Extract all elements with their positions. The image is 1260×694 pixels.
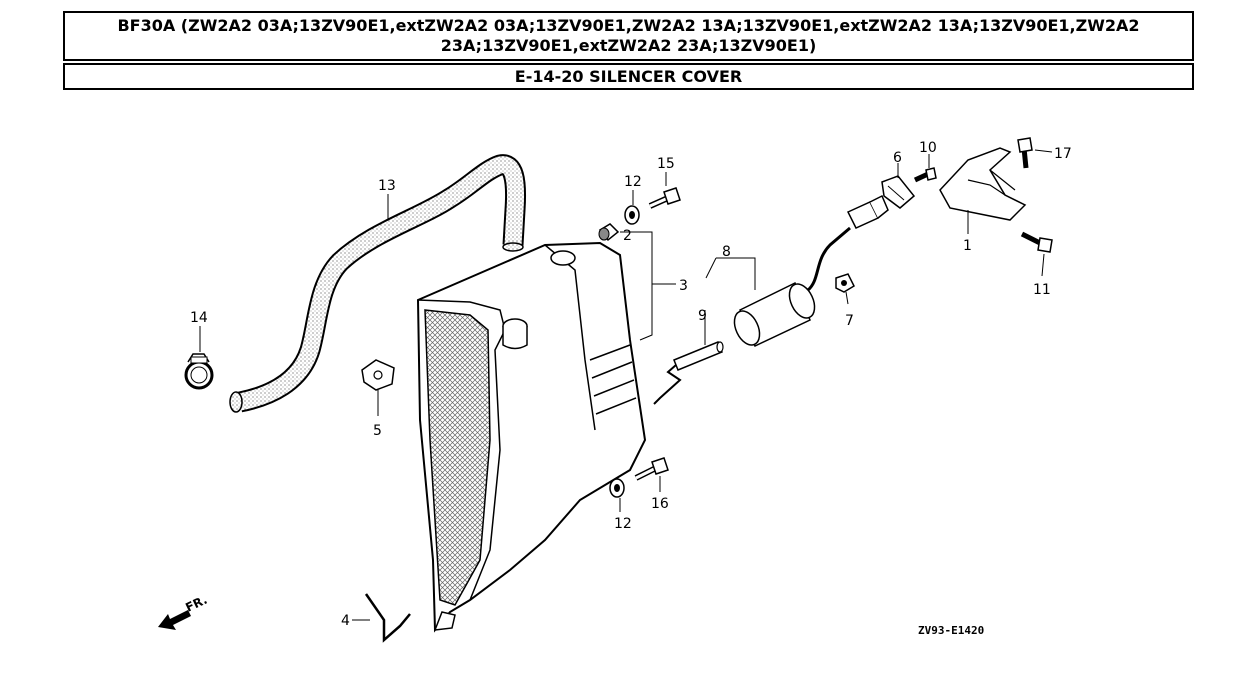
callout-8: 8: [722, 244, 731, 260]
clip-part: [835, 273, 855, 293]
callout-6: 6: [893, 150, 902, 166]
wire-part: [364, 593, 411, 643]
callout-12-lower: 12: [614, 516, 632, 532]
model-line: BF30A (ZW2A2 03A;13ZV90E1,extZW2A2 03A;1…: [117, 16, 1140, 55]
grommet-part: [361, 359, 395, 391]
callout-16: 16: [651, 496, 669, 512]
bolt-part-11: [1020, 231, 1053, 253]
screw-part-10: [913, 167, 937, 183]
washer-part-lower: [609, 478, 625, 498]
hose-part: [229, 154, 527, 413]
condenser-part: [733, 194, 889, 348]
washer-part-upper: [624, 205, 640, 225]
section-header: E-14-20 SILENCER COVER: [63, 63, 1194, 90]
connector-holder-part: [881, 175, 916, 209]
hose-clamp-part: [184, 353, 214, 390]
callout-13: 13: [378, 178, 396, 194]
callout-17: 17: [1054, 146, 1072, 162]
leader-lines: [199, 149, 1053, 621]
callout-5: 5: [373, 423, 382, 439]
bolt-part-16: [634, 457, 669, 481]
model-header: BF30A (ZW2A2 03A;13ZV90E1,extZW2A2 03A;1…: [63, 11, 1194, 61]
callout-labels: 1 2 3 4 5 6 7 8 9 10 11 12 12 13 14 15 1…: [190, 140, 1072, 629]
collar-part: [598, 223, 620, 242]
callout-4: 4: [341, 613, 350, 629]
section-title: E-14-20 SILENCER COVER: [514, 67, 743, 86]
callout-3: 3: [679, 278, 688, 294]
callout-11: 11: [1033, 282, 1051, 298]
front-direction-label: FR.: [183, 593, 209, 615]
callout-2: 2: [623, 228, 632, 244]
front-direction-arrow-icon: FR.: [158, 593, 209, 630]
callout-10: 10: [919, 140, 937, 156]
resistor-part: [653, 341, 724, 405]
callout-7: 7: [845, 313, 854, 329]
drawing-code: ZV93-E1420: [918, 624, 984, 637]
callout-1: 1: [963, 238, 972, 254]
bolt-part-15: [648, 187, 681, 209]
callout-9: 9: [698, 308, 707, 324]
bracket-part: [939, 147, 1027, 221]
bolt-part-17: [1017, 137, 1033, 169]
callout-14: 14: [190, 310, 208, 326]
silencer-cover-part: [416, 241, 647, 633]
callout-12-upper: 12: [624, 174, 642, 190]
callout-15: 15: [657, 156, 675, 172]
